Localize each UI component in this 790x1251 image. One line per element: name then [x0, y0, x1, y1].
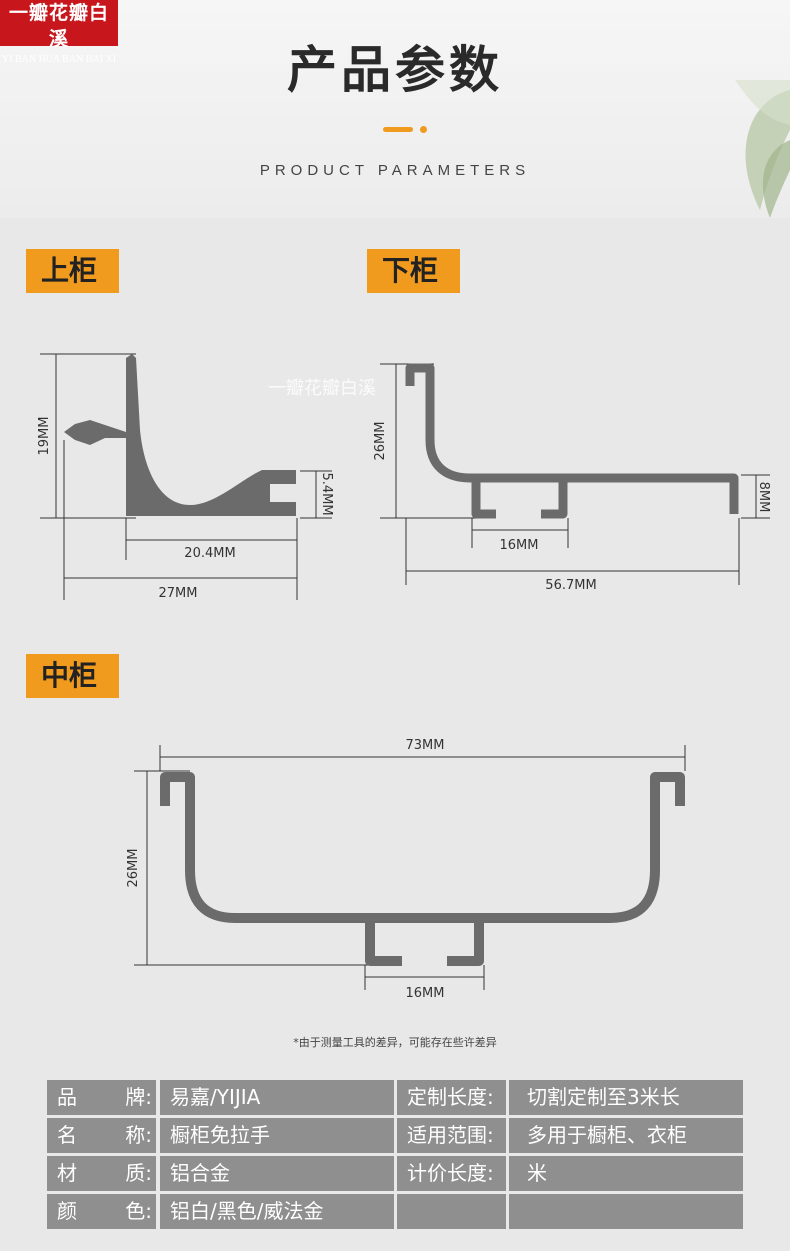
spec-key: 适用范围:: [397, 1118, 506, 1153]
lower-slot-label: 16MM: [500, 538, 539, 553]
middle-slot-label: 16MM: [406, 986, 445, 1001]
upper-height-label: 19MM: [37, 417, 52, 456]
spec-key: 品牌:: [47, 1080, 156, 1115]
spec-key: [397, 1194, 506, 1229]
brand-logo: 一瓣花瓣白溪 YI BAN HUA BAN BAI XI: [0, 0, 118, 65]
profile-diagrams: 19MM 5.4MM 20.4MM 27MM 26MM 8MM 16MM 56.…: [37, 353, 771, 1001]
spec-value: 多用于橱柜、衣柜: [509, 1118, 743, 1153]
logo-text: 一瓣花瓣白溪: [8, 2, 109, 50]
middle-height-label: 26MM: [126, 849, 141, 888]
upper-lip-label: 5.4MM: [319, 472, 334, 515]
middle-profile-shape: [160, 772, 685, 966]
header-banner: [0, 0, 790, 218]
spec-value: 切割定制至3米长: [509, 1080, 743, 1115]
lower-lip-label: 8MM: [756, 482, 771, 513]
lower-profile-shape: [405, 363, 739, 519]
page-title: 产品参数: [287, 41, 503, 99]
upper-cabinet-tag: 上柜: [26, 249, 119, 293]
spec-key: 定制长度:: [397, 1080, 506, 1115]
upper-inner-width-label: 20.4MM: [184, 546, 235, 561]
logo-subtext: YI BAN HUA BAN BAI XI: [1, 54, 117, 65]
spec-value: 铝白/黑色/威法金: [160, 1194, 394, 1229]
spec-value: [509, 1194, 743, 1229]
spec-key: 材质:: [47, 1156, 156, 1191]
spec-key: 计价长度:: [397, 1156, 506, 1191]
spec-value: 米: [509, 1156, 743, 1191]
upper-profile-shape: [64, 354, 296, 516]
spec-value: 易嘉/YIJIA: [160, 1080, 394, 1115]
upper-total-width-label: 27MM: [159, 586, 198, 601]
lower-cabinet-tag: 下柜: [367, 249, 460, 293]
spec-value: 橱柜免拉手: [160, 1118, 394, 1153]
leaf-decoration-icon: [735, 80, 790, 218]
spec-key: 名称:: [47, 1118, 156, 1153]
measurement-note: *由于测量工具的差异，可能存在些许差异: [293, 1036, 497, 1049]
upper-profile: [40, 353, 332, 600]
middle-width-label: 73MM: [406, 738, 445, 753]
spec-key: 颜色:: [47, 1194, 156, 1229]
lower-profile-dims: [380, 363, 770, 585]
watermark: 一瓣花瓣白溪: [268, 378, 376, 399]
page-subtitle: PRODUCT PARAMETERS: [259, 162, 531, 179]
lower-total-width-label: 56.7MM: [545, 578, 596, 593]
spec-value: 铝合金: [160, 1156, 394, 1191]
lower-height-label: 26MM: [373, 422, 388, 461]
middle-cabinet-tag: 中柜: [26, 654, 119, 698]
middle-profile-dims: [134, 745, 686, 990]
